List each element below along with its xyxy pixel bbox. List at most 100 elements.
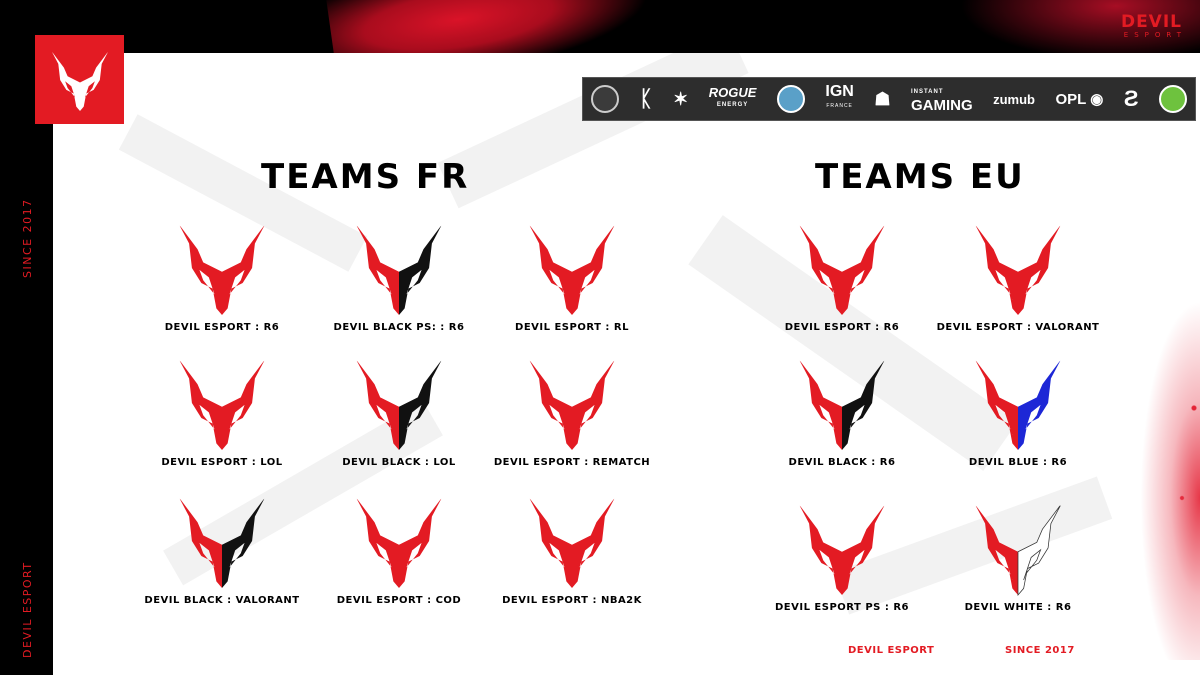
devil-team-logo-icon xyxy=(179,360,265,450)
sponsor-zumub: zumub xyxy=(993,91,1035,107)
sponsor-rogue: ROGUE ENERGY xyxy=(708,85,757,111)
team-card-fr-6: DEVIL ESPORT : REMATCH xyxy=(472,355,672,485)
red-glow xyxy=(960,0,1200,60)
sponsor-opl-icon: ◉ xyxy=(1090,91,1104,108)
devil-team-logo-icon xyxy=(975,505,1061,596)
team-label: DEVIL BLACK : LOL xyxy=(342,457,456,468)
brand-wordmark: DEVIL ESPORT xyxy=(1120,12,1182,40)
devil-team-logo-icon xyxy=(179,225,265,315)
team-card-eu-2: DEVIL ESPORT : VALORANT xyxy=(918,220,1118,350)
logo-left-half xyxy=(799,360,842,450)
team-label: DEVIL ESPORT : R6 xyxy=(784,322,900,333)
sponsor-instant-name: GAMING xyxy=(910,97,973,114)
sponsor-b-logo-icon: Ƨ xyxy=(1123,86,1139,111)
devil-team-logo-icon xyxy=(179,498,265,588)
devil-team-logo-icon xyxy=(356,225,442,315)
team-label: DEVIL ESPORT : REMATCH xyxy=(493,457,651,468)
team-card-eu-5: DEVIL ESPORT PS : R6 xyxy=(742,500,942,630)
team-card-eu-3: DEVIL BLACK : R6 xyxy=(742,355,942,485)
side-since-text: SINCE 2017 xyxy=(21,198,34,278)
logo-left-half xyxy=(356,498,399,588)
team-card-fr-5: DEVIL BLACK : LOL xyxy=(299,355,499,485)
team-card-eu-6: DEVIL WHITE : R6 xyxy=(918,500,1118,630)
logo-left-half xyxy=(356,360,399,450)
sponsor-opl-name: OPL xyxy=(1055,91,1087,108)
logo-left-half xyxy=(179,498,222,588)
devil-team-logo-icon xyxy=(799,505,885,595)
teams-eu-title: TEAMS EU xyxy=(815,157,1025,197)
devil-team-logo-icon xyxy=(799,225,885,315)
team-label: DEVIL ESPORT : R6 xyxy=(164,322,280,333)
team-label: DEVIL BLACK : VALORANT xyxy=(144,595,300,606)
logo-left-half xyxy=(179,225,222,315)
logo-left-half xyxy=(356,225,399,315)
logo-left-half xyxy=(529,498,572,588)
sponsor-k-logo-icon: ᛕ xyxy=(639,86,653,111)
sponsor-opl: OPL ◉ xyxy=(1055,90,1103,108)
logo-right-half xyxy=(842,360,885,450)
logo-right-half xyxy=(399,360,442,450)
sponsor-rogue-name: ROGUE xyxy=(708,85,757,100)
team-card-fr-9: DEVIL ESPORT : NBA2K xyxy=(472,493,672,623)
team-label: DEVIL BLUE : R6 xyxy=(968,457,1068,468)
logo-right-half xyxy=(399,225,442,315)
sponsor-frog-icon xyxy=(1158,85,1187,113)
logo-right-half xyxy=(1017,505,1061,596)
logo-right-half xyxy=(572,498,615,588)
logo-left-half xyxy=(975,360,1018,450)
brand-sub: ESPORT xyxy=(1123,31,1187,39)
sponsor-ign-sub: FRANCE xyxy=(826,103,853,109)
sponsor-cat-logo-icon: ☗ xyxy=(874,88,891,109)
team-card-fr-8: DEVIL ESPORT : COD xyxy=(299,493,499,623)
logo-right-half xyxy=(222,360,265,450)
sponsor-eagle-logo-icon: ✶ xyxy=(673,88,689,109)
footer-since: SINCE 2017 xyxy=(1005,645,1075,656)
logo-right-half xyxy=(399,498,442,588)
logo-right-half xyxy=(1018,225,1061,315)
logo-left-half xyxy=(179,360,222,450)
footer-brand: DEVIL ESPORT xyxy=(848,645,935,656)
logo-left-half xyxy=(529,360,572,450)
teams-fr-title: TEAMS FR xyxy=(261,157,470,197)
team-label: DEVIL ESPORT : RL xyxy=(515,322,629,333)
team-label: DEVIL ESPORT PS : R6 xyxy=(774,602,909,613)
team-card-fr-4: DEVIL ESPORT : LOL xyxy=(122,355,322,485)
logo-left-half xyxy=(975,225,1018,315)
team-card-fr-2: DEVIL BLACK PS: : R6 xyxy=(299,220,499,350)
team-card-eu-1: DEVIL ESPORT : R6 xyxy=(742,220,942,350)
red-speckle xyxy=(1140,300,1200,660)
sponsor-badge-icon xyxy=(591,85,619,113)
brand-name: DEVIL xyxy=(1120,12,1182,32)
devil-team-logo-icon xyxy=(799,360,885,450)
team-card-fr-7: DEVIL BLACK : VALORANT xyxy=(122,493,322,623)
logo-right-half xyxy=(572,360,615,450)
team-label: DEVIL ESPORT : NBA2K xyxy=(502,595,642,606)
sponsor-rogue-sub: ENERGY xyxy=(716,102,749,108)
logo-left-half xyxy=(799,505,842,595)
team-label: DEVIL ESPORT : VALORANT xyxy=(936,322,1100,333)
logo-left-half xyxy=(529,225,572,315)
logo-right-half xyxy=(572,225,615,315)
sponsor-globe-icon xyxy=(776,85,805,113)
sponsor-instant-gaming: INSTANT GAMING xyxy=(911,85,973,113)
logo-right-half xyxy=(1018,360,1061,450)
devil-team-logo-icon xyxy=(529,225,615,315)
logo-left-half xyxy=(799,225,842,315)
devil-team-logo-icon xyxy=(975,360,1061,450)
devil-team-logo-icon xyxy=(975,225,1061,315)
team-label: DEVIL WHITE : R6 xyxy=(964,602,1072,613)
team-label: DEVIL ESPORT : LOL xyxy=(161,457,283,468)
sponsor-bar: ᛕ ✶ ROGUE ENERGY IGN FRANCE ☗ INSTANT GA… xyxy=(582,77,1196,121)
sponsor-ign: IGN FRANCE xyxy=(825,83,854,113)
logo-right-half xyxy=(222,498,265,588)
logo-left-half xyxy=(975,505,1018,595)
devil-team-logo-icon xyxy=(356,498,442,588)
team-card-fr-1: DEVIL ESPORT : R6 xyxy=(122,220,322,350)
team-label: DEVIL ESPORT : COD xyxy=(336,595,462,606)
team-card-fr-3: DEVIL ESPORT : RL xyxy=(472,220,672,350)
sponsor-ign-name: IGN xyxy=(825,83,854,100)
sponsor-instant-top: INSTANT xyxy=(910,89,944,95)
logo-right-half xyxy=(842,505,885,595)
team-card-eu-4: DEVIL BLUE : R6 xyxy=(918,355,1118,485)
team-label: DEVIL BLACK PS: : R6 xyxy=(333,322,465,333)
